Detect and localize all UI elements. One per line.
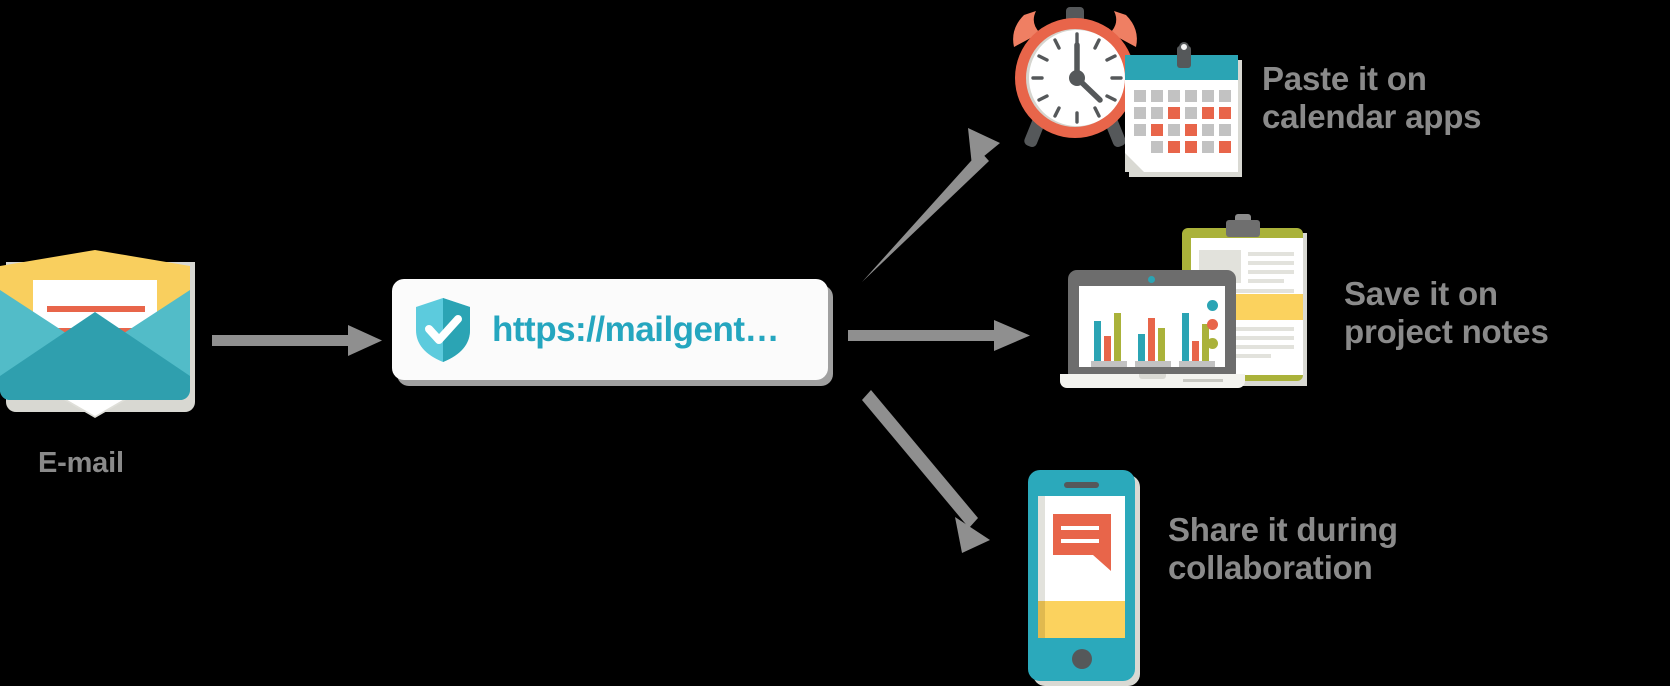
project-notes-icon	[1060, 214, 1315, 398]
url-bar[interactable]: https://mailgent…	[392, 279, 833, 386]
chat-bubble-icon	[1053, 514, 1111, 555]
email-label: E-mail	[38, 447, 124, 479]
project-notes-label: Save it on project notes	[1344, 275, 1549, 351]
smartphone-icon	[1028, 470, 1140, 686]
arrow-email-to-url	[212, 325, 382, 356]
envelope-icon	[0, 250, 195, 440]
arrow-url-to-notes	[848, 320, 1030, 351]
url-bar-box[interactable]: https://mailgent…	[392, 279, 828, 380]
calendar-icon	[1125, 42, 1242, 177]
laptop-screen	[1079, 286, 1225, 367]
alarm-clock-icon	[1000, 5, 1150, 160]
laptop-icon	[1060, 270, 1245, 395]
share-label: Share it during collaboration	[1168, 511, 1398, 587]
arrow-url-to-calendar	[862, 128, 1000, 282]
arrow-url-to-share	[862, 390, 990, 553]
calendar-label: Paste it on calendar apps	[1262, 60, 1482, 136]
shield-check-icon	[416, 297, 470, 362]
url-text: https://mailgent…	[492, 309, 780, 349]
calendar-grid	[1134, 90, 1232, 153]
